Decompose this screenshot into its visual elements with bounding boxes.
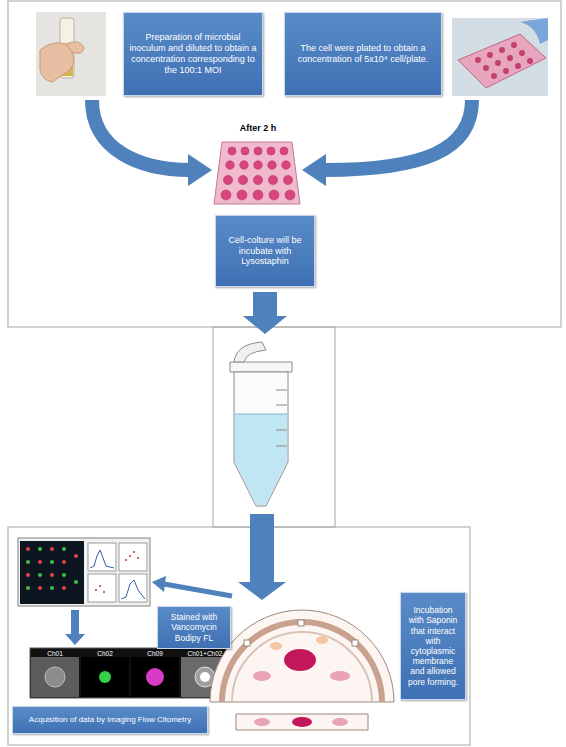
tube-rim bbox=[230, 362, 292, 372]
graduation bbox=[276, 390, 287, 446]
cell bbox=[45, 667, 65, 687]
magenta-cell bbox=[131, 657, 179, 697]
process-box: The cell were plated to obtain a concent… bbox=[284, 12, 442, 96]
box-text: Acquisition of data by Imaging Flow Cito… bbox=[29, 715, 191, 725]
glove bbox=[520, 18, 548, 44]
box-text: Stained with Vancomycin Bodipy FL bbox=[163, 612, 225, 643]
organelle bbox=[330, 671, 350, 681]
channel-label: Ch02 bbox=[97, 650, 113, 657]
plot-window bbox=[119, 543, 147, 571]
tube-photo bbox=[36, 12, 106, 96]
arrow-head bbox=[302, 154, 326, 186]
magenta-signal bbox=[146, 668, 164, 686]
strip-frame bbox=[30, 648, 230, 698]
plate bbox=[458, 34, 546, 88]
process-box: Preparation of microbial inoculum and di… bbox=[123, 12, 263, 96]
pores bbox=[244, 620, 358, 646]
channel-label: Ch01 bbox=[47, 650, 63, 657]
software-screenshot bbox=[18, 538, 150, 606]
organelle bbox=[254, 718, 270, 726]
photo-ground bbox=[36, 12, 106, 96]
window bbox=[18, 538, 150, 606]
lower-panel bbox=[236, 714, 368, 730]
meniscus bbox=[235, 414, 287, 415]
cell-outline bbox=[210, 610, 394, 702]
brightfield-cell bbox=[31, 657, 79, 697]
membrane-illustration bbox=[210, 610, 394, 730]
histogram bbox=[121, 580, 145, 599]
box-text: Cell-colture will be incubate with Lysos… bbox=[221, 235, 309, 267]
process-box: Acquisition of data by Imaging Flow Cito… bbox=[12, 706, 208, 734]
green-cell bbox=[81, 657, 129, 697]
wells bbox=[221, 147, 295, 200]
tube-liquid bbox=[235, 414, 287, 505]
membrane bbox=[222, 622, 382, 702]
scatter bbox=[95, 551, 139, 593]
block-arrow bbox=[243, 292, 287, 334]
middle-panel bbox=[213, 327, 335, 527]
nucleus bbox=[284, 649, 316, 671]
microtube bbox=[230, 342, 292, 506]
plate bbox=[214, 142, 300, 204]
plot-window bbox=[88, 543, 116, 571]
tube-body bbox=[234, 372, 288, 506]
arrow bbox=[164, 584, 232, 596]
channel-label: Ch01+Ch02 bbox=[188, 650, 223, 657]
block-arrow bbox=[65, 610, 85, 645]
plot-window bbox=[88, 574, 116, 602]
green-signal bbox=[99, 671, 111, 683]
histogram bbox=[90, 550, 114, 568]
channel-label: Ch09 bbox=[147, 650, 163, 657]
organelle bbox=[253, 671, 271, 681]
top-panel bbox=[8, 1, 561, 327]
curved-arrow bbox=[324, 100, 472, 170]
plot-window bbox=[119, 574, 147, 602]
photo-ground bbox=[452, 18, 548, 96]
arrow-head bbox=[188, 154, 212, 186]
wells bbox=[475, 42, 533, 79]
nucleus bbox=[292, 717, 312, 727]
plate-photo bbox=[452, 18, 548, 96]
channel-strip bbox=[30, 648, 230, 698]
process-box: Incubation with Saponin that interact wi… bbox=[400, 592, 466, 700]
process-box: Stained with Vancomycin Bodipy FL bbox=[157, 606, 231, 649]
arrow-head bbox=[152, 576, 166, 592]
inner-membrane bbox=[232, 632, 372, 702]
organelle bbox=[332, 718, 348, 726]
box-text: Preparation of microbial inoculum and di… bbox=[129, 32, 257, 75]
cell-images bbox=[26, 547, 78, 590]
block-arrow bbox=[238, 514, 286, 600]
image-gallery bbox=[20, 541, 84, 604]
overlay bbox=[200, 672, 210, 682]
tube-lid bbox=[234, 342, 266, 362]
time-label: After 2 h bbox=[240, 124, 277, 134]
process-box: Cell-colture will be incubate with Lysos… bbox=[215, 215, 315, 287]
curved-arrow bbox=[92, 100, 190, 170]
organelle bbox=[270, 642, 282, 650]
hand bbox=[40, 43, 74, 82]
box-text: The cell were plated to obtain a concent… bbox=[290, 43, 436, 65]
well-plate bbox=[214, 142, 300, 204]
bottom-panel bbox=[8, 527, 470, 745]
thumb bbox=[66, 42, 84, 54]
box-text: Incubation with Saponin that interact wi… bbox=[406, 605, 460, 687]
organelle bbox=[316, 636, 328, 644]
